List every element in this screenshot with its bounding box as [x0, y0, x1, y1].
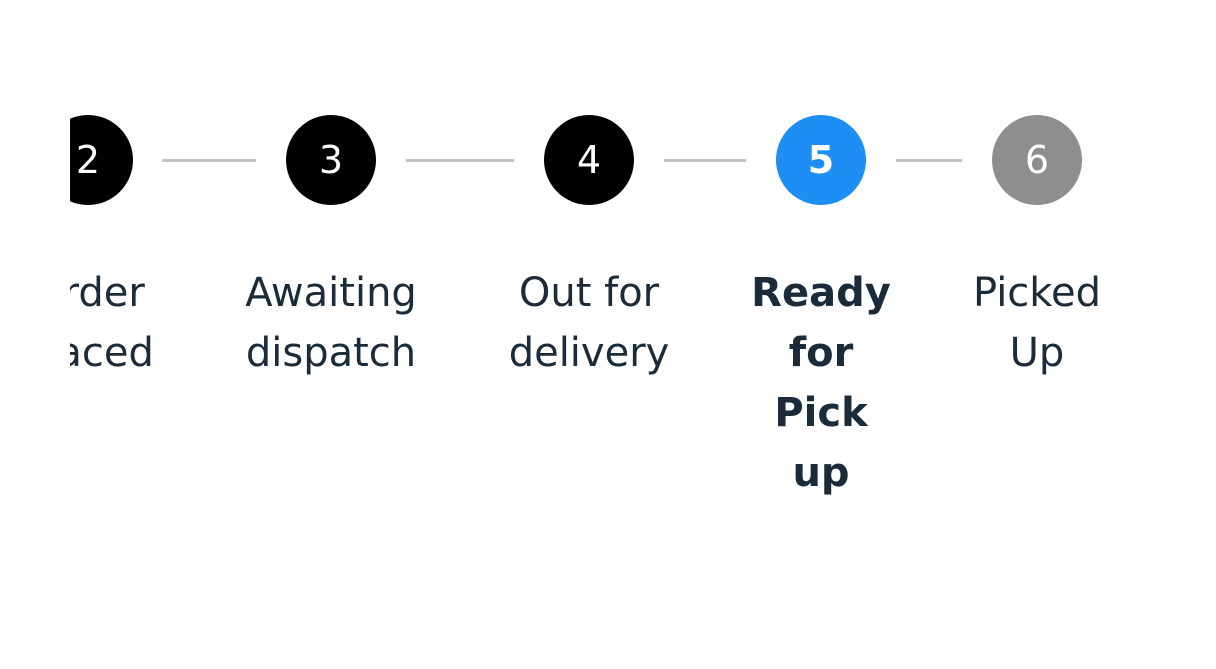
step-3-circle: 3 — [286, 115, 376, 205]
step-6-label-line1: Picked — [972, 270, 1102, 316]
step-5-label-line1: Ready — [751, 270, 891, 316]
step-6-label-line2: Up — [1009, 330, 1065, 376]
step-2-circle: 2 — [70, 115, 133, 205]
step-3-label-line1: Awaiting — [245, 270, 417, 316]
order-status-stepper: 2 Order Placed 3 Awaiting dispatch 4 Out… — [70, 0, 1216, 669]
step-2-label-line1: Order — [70, 270, 145, 316]
step-3-label-line2: dispatch — [245, 330, 417, 376]
step-6-label: Picked Up — [937, 263, 1137, 383]
connector-4-5 — [664, 159, 746, 162]
step-4-label-line1: Out for — [518, 270, 660, 316]
step-2-label-line2: Placed — [70, 330, 154, 376]
step-5-circle: 5 — [776, 115, 866, 205]
step-5-label-line4: up — [792, 450, 850, 496]
connector-3-4 — [406, 159, 514, 162]
step-5-label: Ready for Pick up — [731, 263, 911, 503]
step-4-label: Out for delivery — [469, 263, 709, 383]
step-5-label-line2: for — [788, 330, 854, 376]
step-4-number: 4 — [576, 138, 602, 182]
step-3-number: 3 — [318, 138, 344, 182]
connector-2-3 — [162, 159, 256, 162]
step-6-number: 6 — [1024, 138, 1050, 182]
step-5-number: 5 — [807, 138, 835, 182]
step-4-circle: 4 — [544, 115, 634, 205]
step-5-label-line3: Pick — [774, 390, 868, 436]
step-4-label-line2: delivery — [508, 330, 670, 376]
step-2-label: Order Placed — [70, 263, 208, 383]
step-3-label: Awaiting dispatch — [211, 263, 451, 383]
step-6-circle: 6 — [992, 115, 1082, 205]
step-2-number: 2 — [75, 138, 101, 182]
connector-5-6 — [896, 159, 962, 162]
